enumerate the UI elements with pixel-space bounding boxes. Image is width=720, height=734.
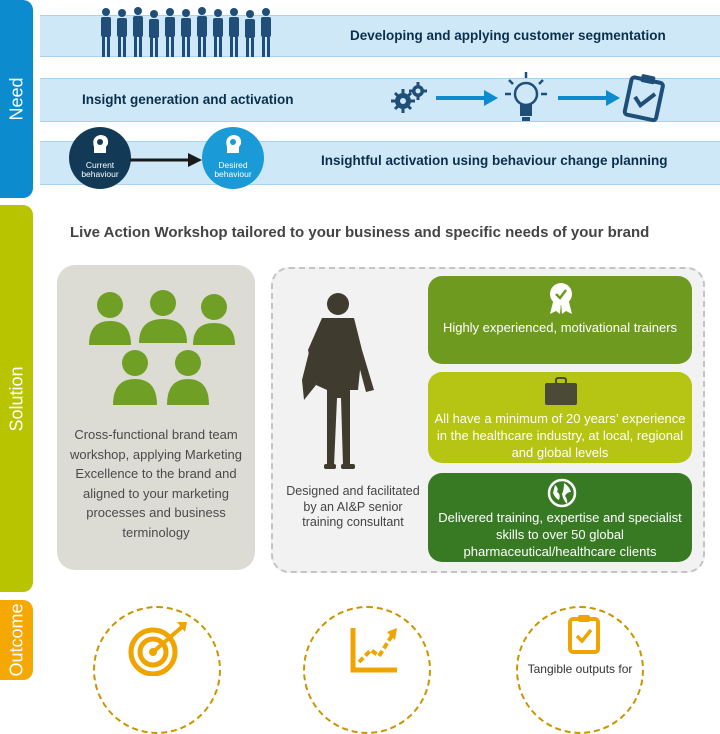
need-tab-label: Need <box>6 77 26 121</box>
checklist-icon <box>622 74 665 123</box>
current-behaviour-label: Current behaviour <box>81 160 119 179</box>
arrow-icon <box>436 90 498 106</box>
need-row-3-text: Insightful activation using behaviour ch… <box>321 153 668 168</box>
briefcase-icon <box>545 377 577 405</box>
solution-tab-label: Solution <box>6 365 26 432</box>
head-gears-icon <box>93 135 109 153</box>
outcome-circle-3: Tangible outputs for <box>516 606 644 734</box>
workshop-card: Cross-functional brand team workshop, ap… <box>57 265 255 570</box>
target-icon <box>128 622 187 676</box>
solution-headline: Live Action Workshop tailored to your bu… <box>70 224 650 241</box>
desired-behaviour-label: Desired behaviour <box>214 160 252 179</box>
outcome-tab: Outcome <box>0 600 33 680</box>
need-row-2-text: Insight generation and activation <box>82 92 294 107</box>
need-band-3 <box>40 141 720 185</box>
clients-box: Delivered training, expertise and specia… <box>428 473 692 562</box>
workshop-description: Cross-functional brand team workshop, ap… <box>70 427 242 540</box>
solution-tab: Solution <box>0 205 33 592</box>
arrow-icon <box>130 153 202 167</box>
desired-behaviour-bubble: Desired behaviour <box>202 127 264 189</box>
globe-icon <box>547 478 577 508</box>
lightbulb-icon <box>505 72 547 121</box>
clipboard-check-icon <box>568 615 600 654</box>
people-icon <box>89 290 235 405</box>
outcome-tab-label: Outcome <box>6 603 26 677</box>
growth-chart-icon <box>350 628 397 673</box>
experience-box: All have a minimum of 20 years’ experien… <box>428 372 692 463</box>
outcome-circle-1 <box>93 606 221 734</box>
award-ribbon-icon <box>550 283 572 314</box>
need-row-1-text: Developing and applying customer segment… <box>350 28 666 43</box>
gears-icon <box>391 82 427 113</box>
outcome-item-3-text: Tangible outputs for <box>527 662 633 676</box>
current-behaviour-bubble: Current behaviour <box>69 127 131 189</box>
trainers-box: Highly experienced, motivational trainer… <box>428 276 692 364</box>
trainers-text: Highly experienced, motivational trainer… <box>442 320 678 335</box>
clients-text: Delivered training, expertise and specia… <box>438 510 682 559</box>
need-tab: Need <box>0 0 33 198</box>
consultant-description: Designed and facilitated by an AI&P seni… <box>286 484 420 529</box>
crowd-icon <box>101 7 271 57</box>
experience-text: All have a minimum of 20 years’ experien… <box>434 411 686 460</box>
businesswoman-icon <box>302 293 374 469</box>
arrow-icon <box>558 90 620 106</box>
outcome-circle-2 <box>303 606 431 734</box>
head-gears-icon <box>226 135 242 153</box>
